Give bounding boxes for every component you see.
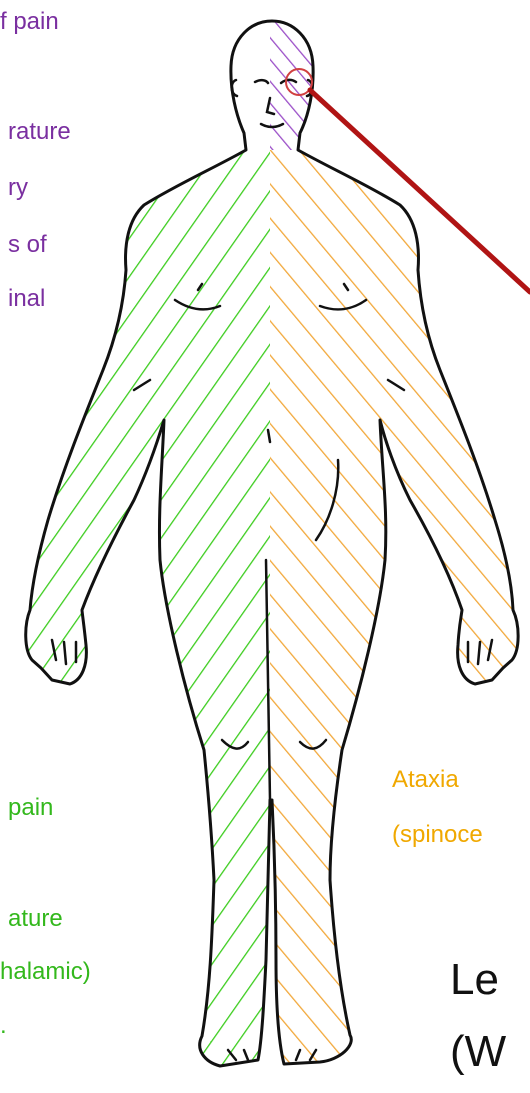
orange-label-line-1: Ataxia (392, 768, 459, 792)
orange-label-line-2: (spinoce (392, 823, 483, 847)
purple-label-line-5: inal (8, 287, 45, 311)
purple-label-line-3: ry (8, 176, 28, 200)
purple-label-line-4: s of (8, 233, 47, 257)
green-label-line-2: ature (8, 907, 63, 931)
title-line-1: Le (450, 958, 499, 1002)
ipsilateral-body-hatching (270, 150, 530, 1080)
green-label-line-1: pain (8, 796, 53, 820)
green-label-line-3: halamic) (0, 960, 91, 984)
purple-label-line-2: rature (8, 120, 71, 144)
purple-label-line-1: f pain (0, 10, 59, 34)
green-label-line-4: . (0, 1014, 7, 1038)
title-line-2: (W (450, 1030, 506, 1074)
